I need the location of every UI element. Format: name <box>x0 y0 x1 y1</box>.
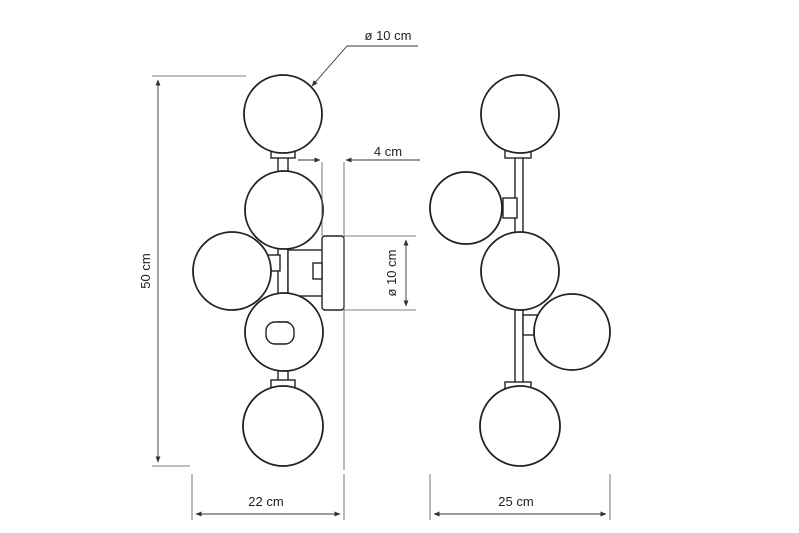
dim-globe-diameter-leader <box>311 45 348 87</box>
side-globe-4 <box>533 293 611 371</box>
dim-width-front-label: 22 cm <box>248 494 283 509</box>
dim-base-diameter: ø 10 cm <box>344 235 416 311</box>
side-globe-3 <box>480 231 560 311</box>
dim-depth: 4 cm <box>298 144 420 470</box>
front-globe-1 <box>243 74 323 154</box>
side-globe-1 <box>480 74 560 154</box>
front-base-screw <box>312 262 323 280</box>
side-connector-2 <box>502 197 518 219</box>
front-globe-5 <box>242 385 324 467</box>
front-globe-4-cap <box>265 321 295 345</box>
front-globe-3 <box>192 231 272 311</box>
dim-depth-label: 4 cm <box>374 144 402 159</box>
dim-globe-diameter-label: ø 10 cm <box>365 28 412 43</box>
dim-height: 50 cm <box>138 75 246 467</box>
side-globe-2 <box>429 171 503 245</box>
dim-width-front: 22 cm <box>191 474 345 520</box>
front-view <box>192 74 345 467</box>
dim-width-side-label: 25 cm <box>498 494 533 509</box>
front-globe-2 <box>244 170 324 250</box>
front-wall-plate <box>321 235 345 311</box>
side-globe-5 <box>479 385 561 467</box>
dim-globe-diameter: ø 10 cm <box>311 28 418 87</box>
dim-width-side: 25 cm <box>429 474 611 520</box>
side-view <box>429 74 611 467</box>
dim-base-diameter-label: ø 10 cm <box>384 250 399 297</box>
dim-height-label: 50 cm <box>138 253 153 288</box>
